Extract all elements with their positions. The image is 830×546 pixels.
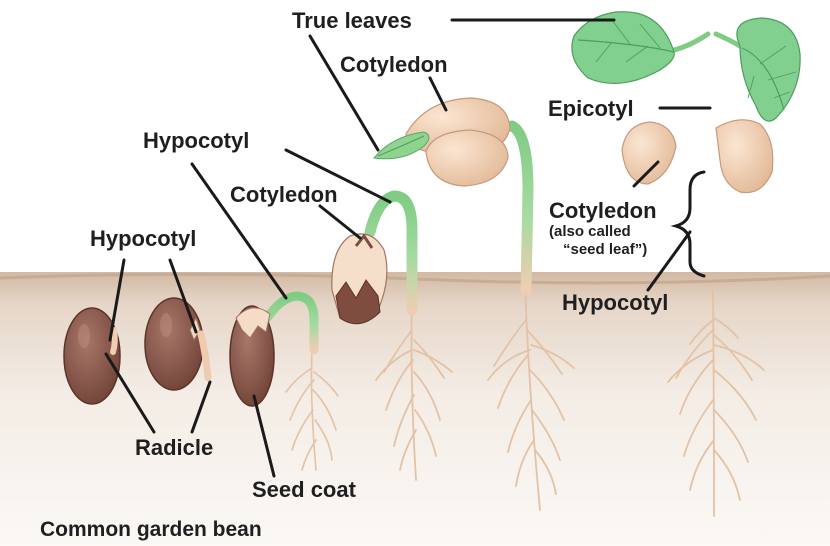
label-cotyledon-mid: Cotyledon xyxy=(230,182,338,207)
label-cotyledon-top: Cotyledon xyxy=(340,52,448,77)
label-true-leaves: True leaves xyxy=(292,8,412,33)
seed-stage-5 xyxy=(373,97,575,511)
seed-stage-3 xyxy=(229,291,339,471)
label-cotyledon-right-note2: “seed leaf”) xyxy=(563,241,647,258)
seed-stage-6 xyxy=(571,11,801,517)
label-hypocotyl-mid: Hypocotyl xyxy=(143,128,249,153)
label-cotyledon-right: Cotyledon xyxy=(549,198,657,223)
label-radicle: Radicle xyxy=(135,435,213,460)
label-hypocotyl-right: Hypocotyl xyxy=(562,290,668,315)
label-seed-coat: Seed coat xyxy=(252,477,357,502)
caption-common-garden-bean: Common garden bean xyxy=(40,518,262,541)
label-hypocotyl-left: Hypocotyl xyxy=(90,226,196,251)
seed-stage-4 xyxy=(331,190,453,481)
seed-stage-1 xyxy=(63,307,121,405)
label-epicotyl: Epicotyl xyxy=(548,96,634,121)
seed-stage-2 xyxy=(144,297,212,391)
label-cotyledon-right-note1: (also called xyxy=(549,223,631,240)
leader-lines xyxy=(104,18,712,478)
